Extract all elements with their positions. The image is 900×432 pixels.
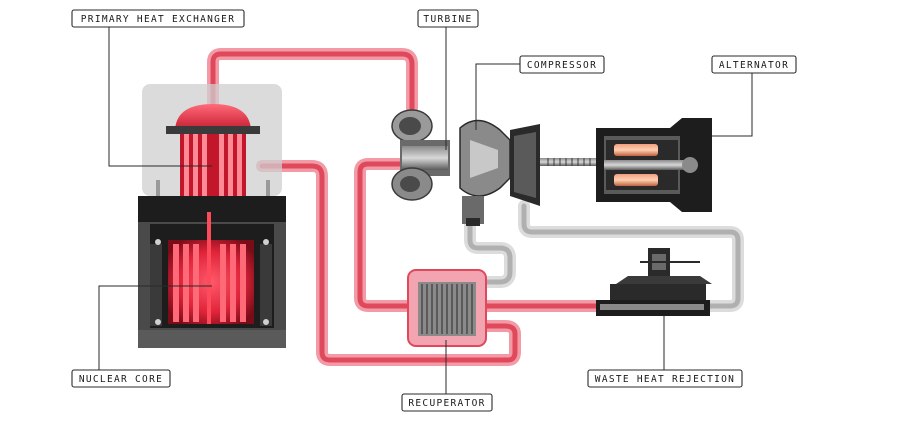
svg-text:WASTE HEAT REJECTION: WASTE HEAT REJECTION xyxy=(595,374,735,385)
drive-shaft xyxy=(540,158,610,166)
leader-lines xyxy=(98,24,753,396)
reactor-assembly xyxy=(138,84,286,348)
core-fuel-rods xyxy=(168,212,254,324)
waste-heat-radiator xyxy=(596,248,712,316)
compressor-unit xyxy=(459,119,540,226)
label-nuclear-core: NUCLEAR CORE xyxy=(71,369,171,388)
label-compressor: COMPRESSOR xyxy=(519,55,605,74)
svg-text:PRIMARY HEAT EXCHANGER: PRIMARY HEAT EXCHANGER xyxy=(81,14,235,25)
label-recuperator: RECUPERATOR xyxy=(401,393,493,412)
recuperator-unit xyxy=(407,269,487,347)
heat-exchanger-dome xyxy=(175,104,251,132)
label-waste-heat-rejection: WASTE HEAT REJECTION xyxy=(587,369,743,388)
label-alternator: ALTERNATOR xyxy=(711,55,797,74)
svg-text:TURBINE: TURBINE xyxy=(423,14,472,25)
svg-text:NUCLEAR CORE: NUCLEAR CORE xyxy=(79,374,163,385)
alternator-unit xyxy=(596,118,712,212)
label-primary-heat-exchanger: PRIMARY HEAT EXCHANGER xyxy=(71,9,245,28)
svg-text:ALTERNATOR: ALTERNATOR xyxy=(719,60,789,71)
label-turbine: TURBINE xyxy=(417,9,479,28)
turbine-unit xyxy=(391,109,450,201)
hot-loop-pipes xyxy=(207,48,606,366)
cool-loop-pipes xyxy=(464,200,744,312)
svg-text:RECUPERATOR: RECUPERATOR xyxy=(408,398,485,409)
svg-text:COMPRESSOR: COMPRESSOR xyxy=(527,60,597,71)
